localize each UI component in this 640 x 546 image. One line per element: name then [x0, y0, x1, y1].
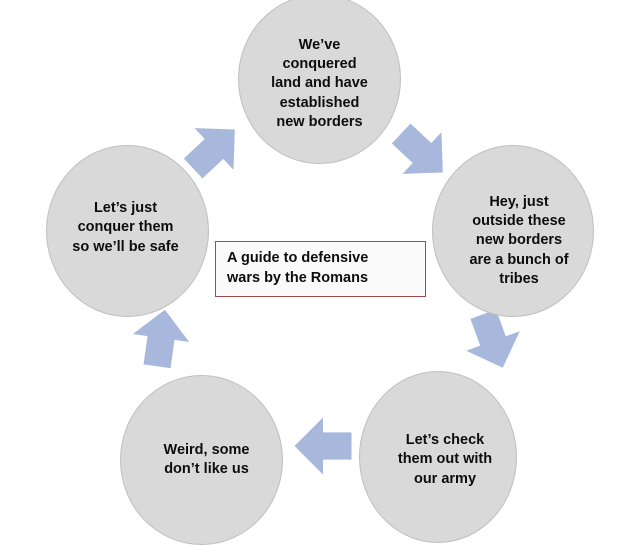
arrow-up-right-icon	[170, 105, 258, 193]
cycle-node-left-label: Let’s just conquer them so we’ll be safe	[72, 200, 179, 255]
arrow-down-left-icon	[453, 301, 532, 380]
diagram-title: A guide to defensive wars by the Romans	[227, 250, 369, 286]
cycle-node-top-label: We’ve conquered land and have establishe…	[271, 37, 368, 130]
cycle-node-bottom-left: Weird, some don’t like us	[120, 375, 283, 545]
cycle-node-bottom-right-label: Let’s check them out with our army	[397, 432, 493, 487]
arrow-up-icon	[126, 303, 196, 373]
center-title-card: A guide to defensive wars by the Romans	[215, 241, 426, 297]
cycle-node-bottom-right: Let’s check them out with our army	[359, 371, 517, 543]
cycle-node-right: Hey, just outside these new borders are …	[432, 145, 594, 317]
arrow-down-right-icon	[378, 109, 466, 197]
cycle-node-right-label: Hey, just outside these new borders are …	[469, 194, 569, 287]
arrow-left-icon	[292, 415, 354, 477]
cycle-node-left: Let’s just conquer them so we’ll be safe	[46, 145, 209, 317]
cycle-node-top: We’ve conquered land and have establishe…	[238, 0, 401, 164]
cycle-node-bottom-left-label: Weird, some don’t like us	[163, 441, 250, 477]
